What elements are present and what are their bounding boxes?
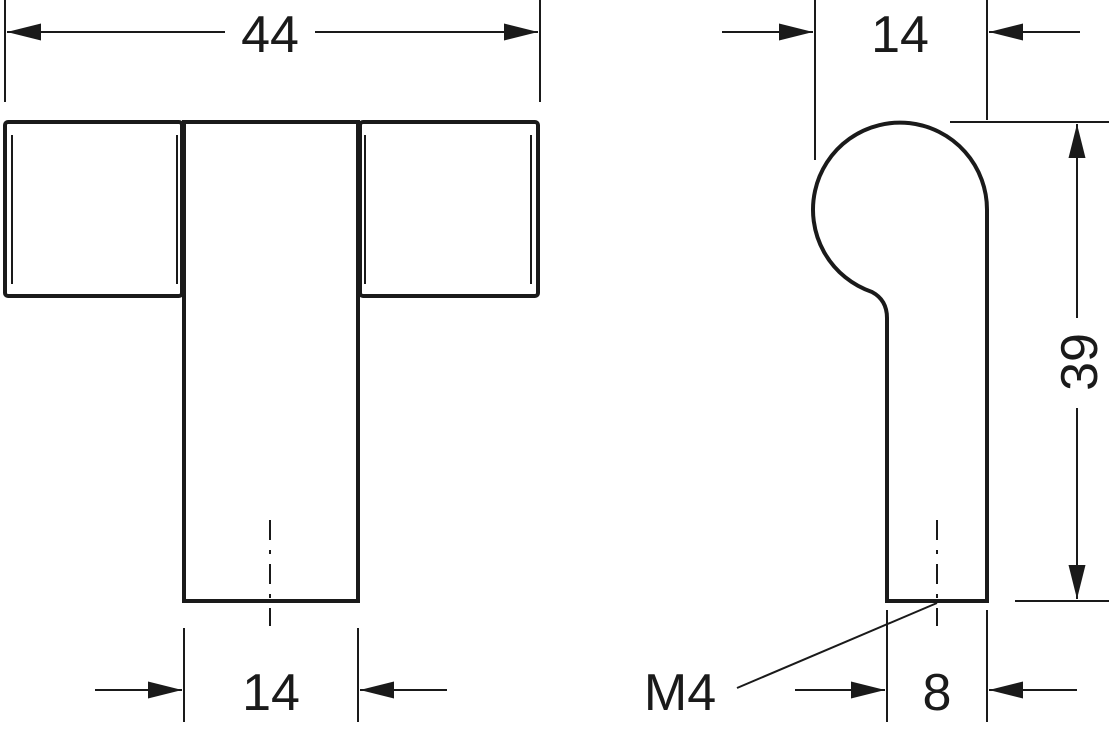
front-view: 44 14 <box>3 0 541 722</box>
dimension-label: 39 <box>1051 333 1109 391</box>
dimension-44: 44 <box>4 0 541 102</box>
crossbar-right <box>358 120 540 298</box>
dimension-label: 44 <box>241 6 299 64</box>
dimension-label: 14 <box>242 664 300 722</box>
thread-label: M4 <box>644 664 716 722</box>
dimension-8: 8 <box>795 610 1077 722</box>
knob-profile <box>811 120 990 603</box>
thread-callout: M4 <box>644 602 938 722</box>
dimension-14-head: 14 <box>722 0 1080 160</box>
dimension-label: 8 <box>923 664 952 722</box>
crossbar-left <box>3 120 184 298</box>
dimension-39: 39 <box>950 121 1109 602</box>
side-view: 14 39 8 M4 <box>644 0 1109 722</box>
dimension-label: 14 <box>871 6 929 64</box>
dimension-14-stem: 14 <box>95 628 447 722</box>
stem <box>182 120 360 603</box>
